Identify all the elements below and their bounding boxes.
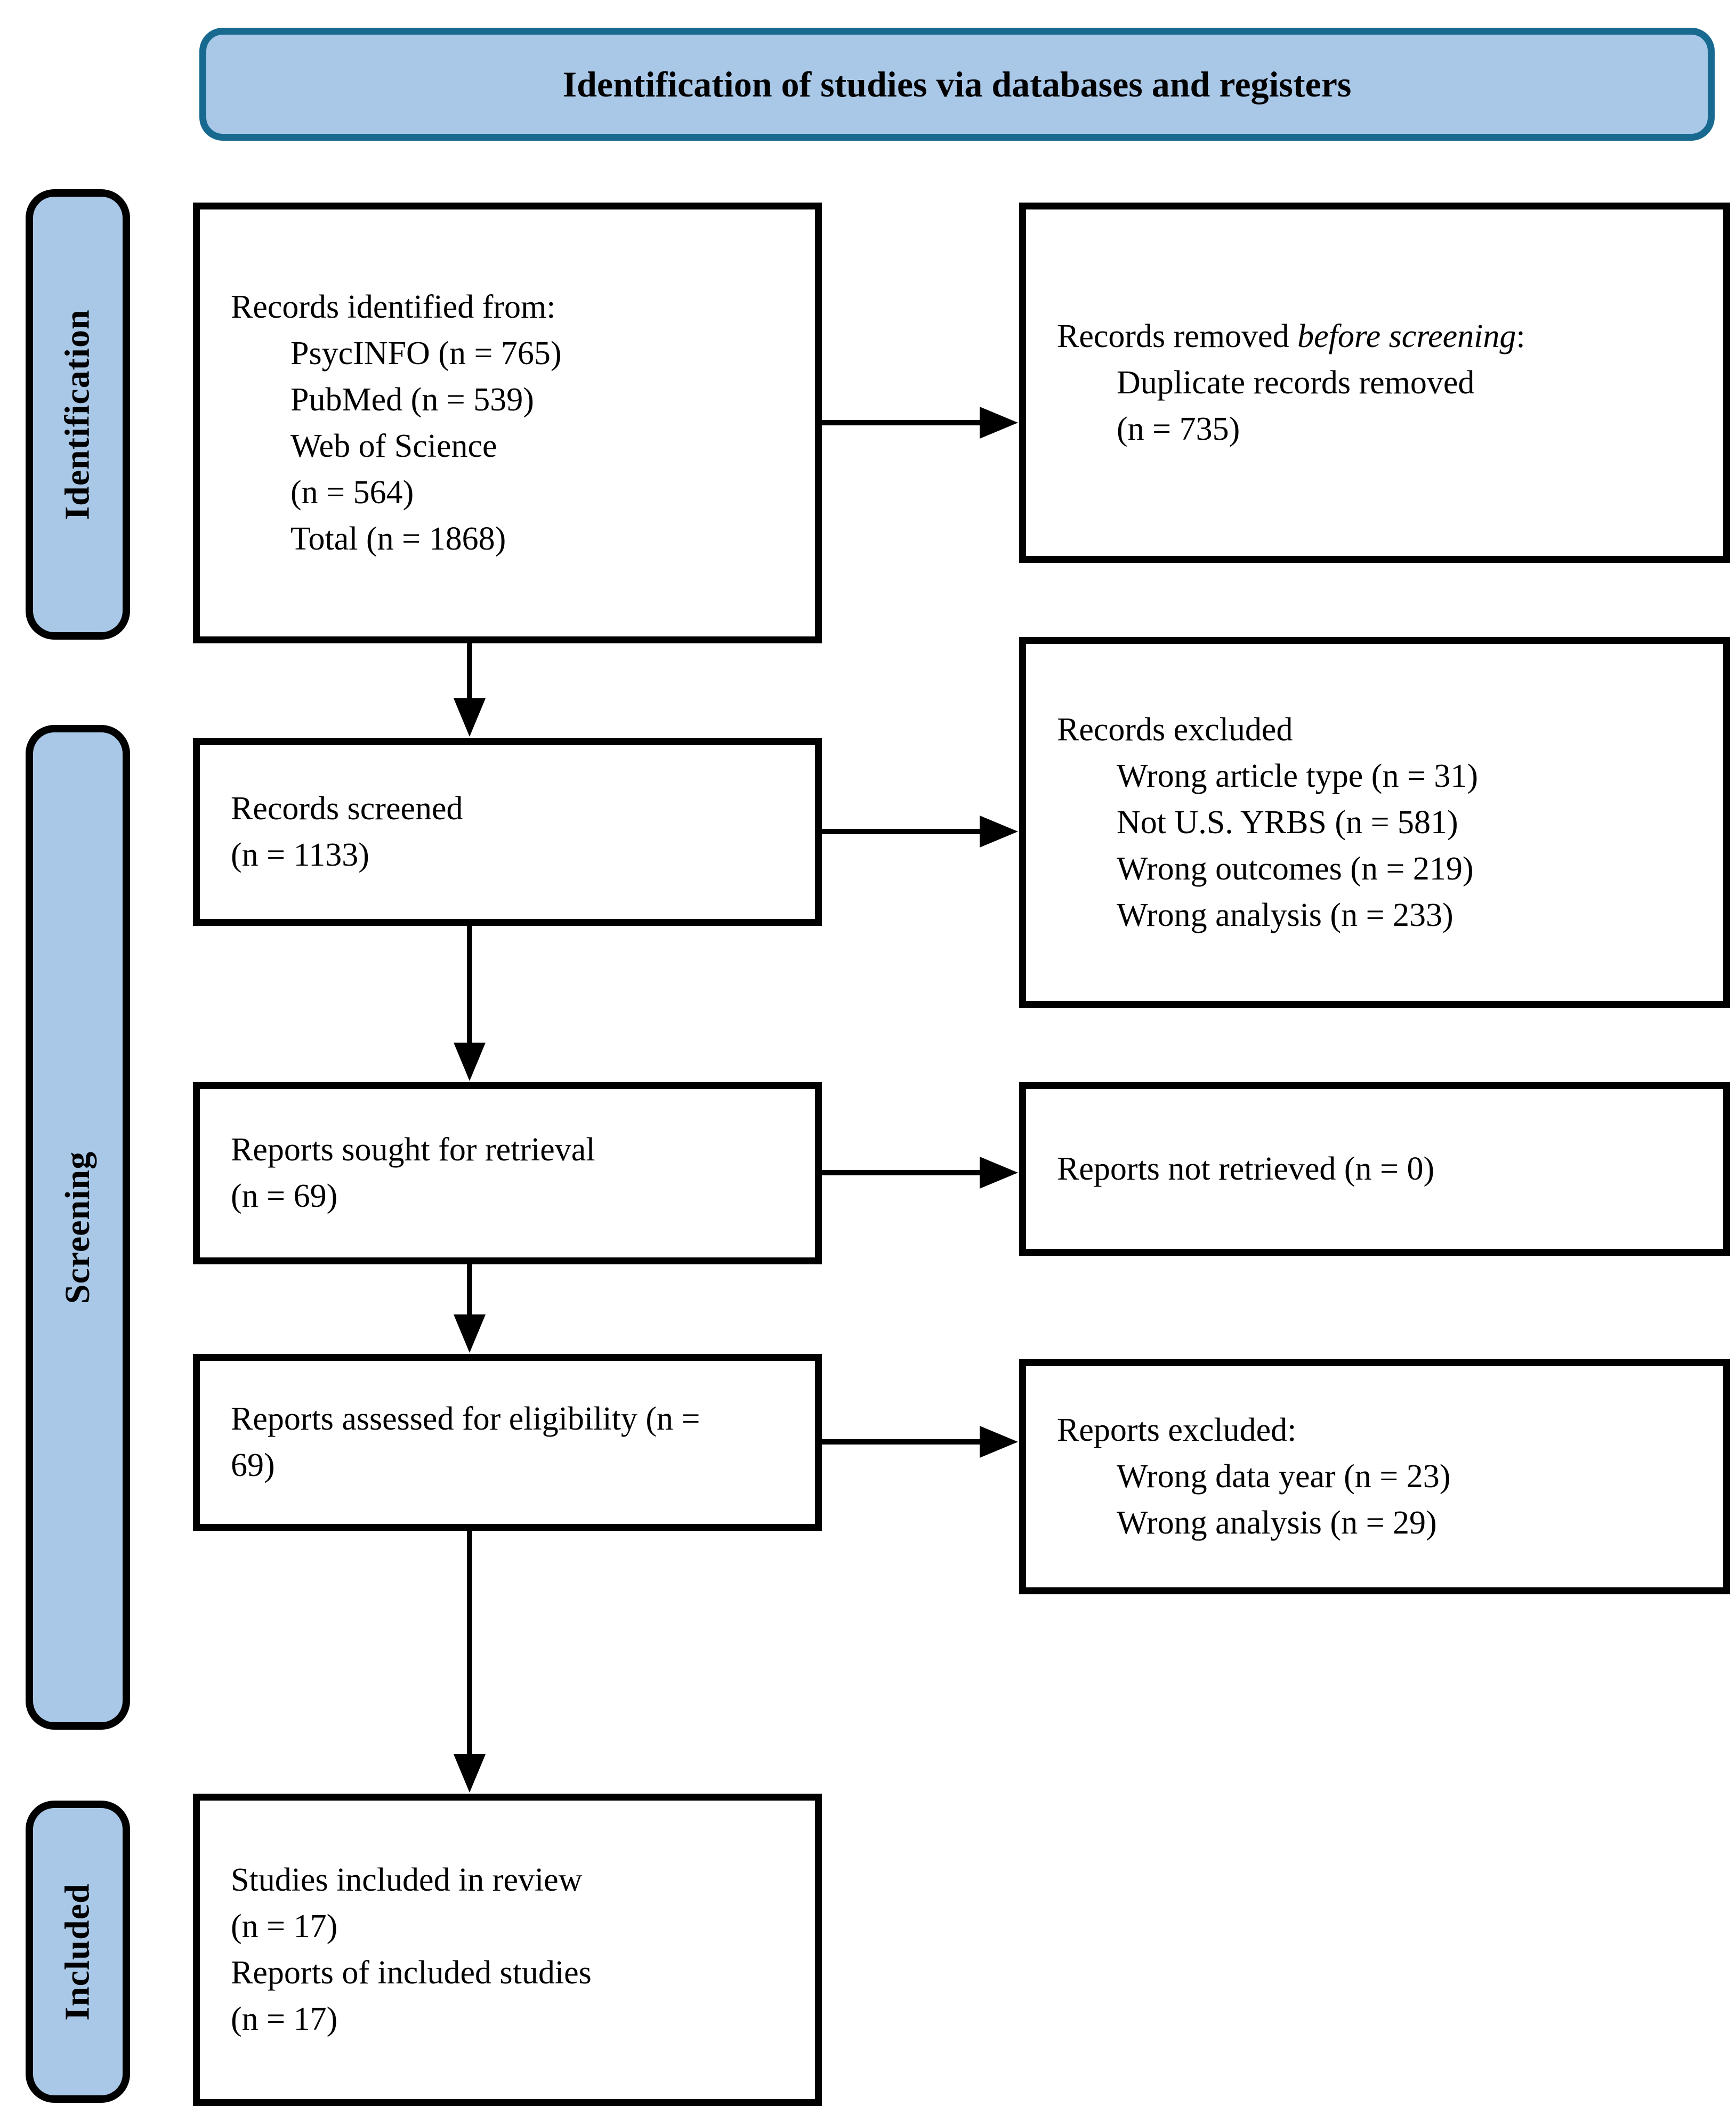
records-removed-line: (n = 735)	[1117, 410, 1240, 447]
records-removed-line: Records removed before screening:	[1057, 313, 1710, 360]
reports-assessed-line: 69)	[231, 1447, 275, 1483]
records-excluded-line: Wrong article type (n = 31)	[1117, 757, 1479, 794]
arrow-sought-to-not-retrieved-icon	[822, 1157, 1018, 1189]
box-reports-not-retrieved: Reports not retrieved (n = 0)	[1019, 1082, 1730, 1256]
records-screened-line: (n = 1133)	[231, 837, 369, 873]
reports-not-retrieved-line: Reports not retrieved (n = 0)	[1057, 1150, 1435, 1187]
arrow-screened-to-sought-icon	[454, 925, 486, 1081]
arrow-assessed-to-included-icon	[454, 1530, 486, 1793]
reports-excluded-line: Wrong analysis (n = 29)	[1117, 1505, 1437, 1541]
stage-label-screening: Screening	[26, 725, 130, 1730]
records-identified-line: Records identified from:	[231, 288, 556, 325]
stage-label-screening-text: Screening	[58, 1151, 98, 1304]
records-identified-line: Web of Science	[290, 427, 497, 464]
stage-label-included: Included	[26, 1801, 130, 2103]
studies-included-line: (n = 17)	[231, 1908, 338, 1944]
reports-excluded-line: Reports excluded:	[1057, 1412, 1297, 1448]
reports-assessed-line: Reports assessed for eligibility (n =	[231, 1401, 700, 1437]
stage-label-included-text: Included	[58, 1883, 97, 2021]
arrow-screened-to-excluded-icon	[822, 816, 1018, 848]
box-reports-sought: Reports sought for retrieval (n = 69)	[193, 1082, 822, 1264]
box-records-screened: Records screened (n = 1133)	[193, 738, 822, 926]
box-reports-excluded: Reports excluded: Wrong data year (n = 2…	[1019, 1359, 1730, 1594]
records-screened-line: Records screened	[231, 790, 463, 827]
records-removed-italic: before screening	[1297, 318, 1516, 354]
stage-label-identification: Identification	[26, 189, 130, 640]
reports-sought-line: (n = 69)	[231, 1178, 338, 1214]
title-text: Identification of studies via databases …	[562, 63, 1352, 104]
arrow-identified-to-removed-icon	[822, 407, 1018, 439]
records-excluded-line: Not U.S. YRBS (n = 581)	[1117, 804, 1458, 841]
records-removed-prefix: Records removed	[1057, 318, 1298, 354]
records-identified-line: Total (n = 1868)	[290, 520, 506, 557]
box-records-removed: Records removed before screening: Duplic…	[1019, 203, 1730, 563]
records-identified-line: PubMed (n = 539)	[290, 381, 534, 418]
box-studies-included: Studies included in review (n = 17) Repo…	[193, 1794, 822, 2106]
stage-label-identification-text: Identification	[58, 309, 97, 520]
box-records-excluded: Records excluded Wrong article type (n =…	[1019, 637, 1730, 1008]
reports-excluded-line: Wrong data year (n = 23)	[1117, 1458, 1451, 1495]
box-reports-assessed: Reports assessed for eligibility (n = 69…	[193, 1354, 822, 1531]
records-removed-suffix: :	[1516, 318, 1525, 354]
reports-sought-line: Reports sought for retrieval	[231, 1132, 595, 1168]
records-excluded-line: Wrong outcomes (n = 219)	[1117, 850, 1474, 887]
records-removed-line: Duplicate records removed	[1117, 364, 1475, 401]
records-excluded-line: Records excluded	[1057, 711, 1293, 748]
arrow-identified-to-screened-icon	[454, 642, 486, 737]
studies-included-line: Studies included in review	[231, 1862, 583, 1898]
records-identified-line: (n = 564)	[290, 474, 414, 511]
title-banner: Identification of studies via databases …	[199, 28, 1715, 141]
studies-included-line: (n = 17)	[231, 2001, 338, 2037]
arrow-sought-to-assessed-icon	[454, 1263, 486, 1353]
studies-included-line: Reports of included studies	[231, 1955, 592, 1991]
arrow-assessed-to-reports-excluded-icon	[822, 1426, 1018, 1458]
box-records-identified: Records identified from: PsycINFO (n = 7…	[193, 203, 822, 643]
records-excluded-line: Wrong analysis (n = 233)	[1117, 897, 1454, 933]
records-identified-line: PsycINFO (n = 765)	[290, 335, 562, 372]
